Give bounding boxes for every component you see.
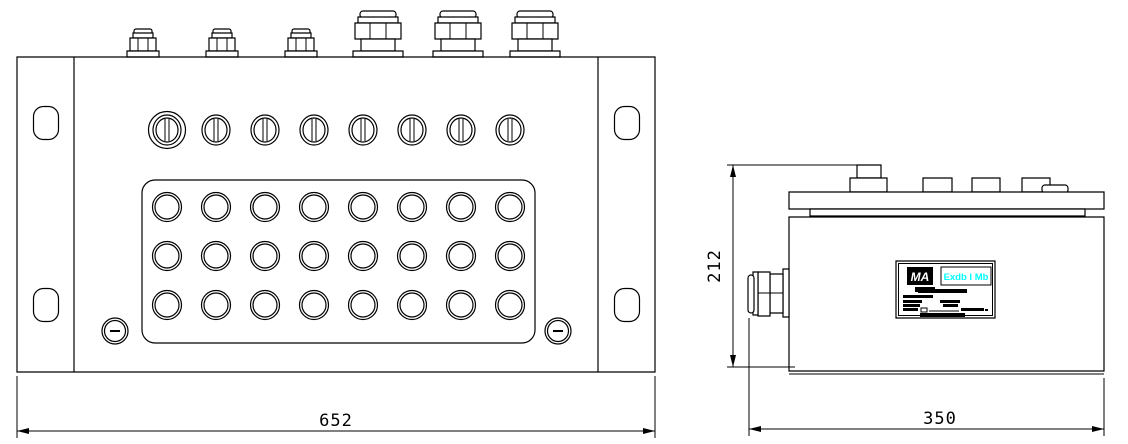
lid — [789, 192, 1104, 209]
panel-hole — [347, 289, 379, 321]
nameplate-text-lines — [903, 289, 988, 317]
side-gland-base — [923, 178, 952, 192]
panel-hole — [151, 240, 183, 272]
panel-hole — [200, 240, 232, 272]
side-view: MA Exdb I Mb — [705, 165, 1104, 436]
panel-hole — [494, 289, 526, 321]
ma-logo-text: MA — [911, 270, 930, 284]
dimension-height-value: 212 — [705, 249, 725, 283]
body — [789, 217, 1104, 371]
cable-gland-large — [352, 10, 404, 58]
enclosure-outline — [17, 57, 655, 372]
panel-hole — [151, 289, 183, 321]
text-line-bar — [961, 308, 984, 311]
cable-gland-small — [205, 28, 239, 58]
arrowhead — [730, 165, 736, 177]
terminal-screw — [446, 114, 476, 146]
gasket — [810, 209, 1085, 216]
panel-hole — [445, 191, 477, 223]
terminal-screw — [495, 114, 525, 146]
panel-hole — [396, 191, 428, 223]
ex-marking-text: Exdb I Mb — [944, 272, 989, 283]
dimension-depth-value: 350 — [923, 409, 957, 429]
mounting-slot — [613, 105, 641, 141]
arrowhead — [643, 428, 655, 434]
arrowhead — [730, 355, 736, 367]
cover-screw — [101, 317, 129, 345]
terminal-screw — [299, 114, 329, 146]
cable-gland-large — [509, 10, 561, 58]
connector-nut — [758, 272, 770, 316]
side-gland-cap — [857, 165, 881, 178]
panel-hole — [396, 289, 428, 321]
panel-hole — [249, 191, 281, 223]
connector-cap — [748, 275, 754, 313]
cable-glands-top — [126, 10, 561, 58]
cable-gland-small — [126, 28, 160, 58]
panel-hole — [494, 191, 526, 223]
dimension-width: 652 — [17, 376, 655, 438]
terminal-screw — [201, 114, 231, 146]
panel-hole-grid — [151, 191, 526, 321]
panel-hole — [200, 289, 232, 321]
panel-hole — [151, 191, 183, 223]
panel-hole — [347, 191, 379, 223]
arrowhead — [17, 428, 29, 434]
dimension-height: 212 — [705, 165, 857, 367]
text-line-bar — [918, 289, 967, 293]
arrowhead — [1092, 426, 1104, 432]
front-view: 652 — [17, 10, 655, 438]
panel-hole — [445, 240, 477, 272]
cover-screw — [544, 317, 572, 345]
mounting-slot — [613, 287, 641, 323]
entry-panel — [142, 180, 535, 343]
text-line-bar — [903, 308, 918, 311]
panel-hole — [347, 240, 379, 272]
terminal-screw — [152, 114, 182, 146]
panel-hole — [200, 191, 232, 223]
panel-hole — [249, 240, 281, 272]
text-line-bar — [903, 295, 933, 298]
dimension-depth: 350 — [749, 318, 1104, 436]
text-line-bar — [940, 300, 960, 303]
side-connector — [748, 269, 789, 317]
terminal-screw-row — [149, 112, 525, 149]
text-line-dot — [985, 309, 988, 311]
ma-logo-box — [907, 267, 933, 285]
terminal-screw — [348, 114, 378, 146]
panel-hole — [249, 289, 281, 321]
mounting-slots — [32, 105, 641, 323]
side-gland-base — [850, 178, 887, 192]
panel-hole — [396, 240, 428, 272]
arrowhead — [749, 426, 761, 432]
text-line-checkbox — [921, 308, 927, 312]
mounting-slot — [32, 287, 60, 323]
panel-hole — [298, 191, 330, 223]
side-glands-top — [850, 165, 1068, 193]
nameplate: MA Exdb I Mb — [896, 261, 995, 318]
panel-hole — [298, 240, 330, 272]
cable-gland-large — [432, 10, 484, 58]
panel-hole — [298, 289, 330, 321]
text-line-bar — [943, 304, 958, 307]
panel-hole — [494, 240, 526, 272]
side-gland-base — [972, 178, 1000, 192]
dimension-width-value: 652 — [319, 411, 353, 431]
terminal-screw — [250, 114, 280, 146]
panel-hole — [445, 289, 477, 321]
text-line-bar — [903, 300, 922, 303]
text-line-bar — [920, 313, 965, 317]
cable-gland-small — [284, 28, 318, 58]
text-line-bar — [903, 304, 920, 307]
nameplate-outer-border — [896, 261, 995, 318]
connector-flange — [783, 269, 789, 317]
mounting-slot — [32, 105, 60, 141]
ex-marking-box — [941, 267, 991, 285]
terminal-screw — [397, 114, 427, 146]
